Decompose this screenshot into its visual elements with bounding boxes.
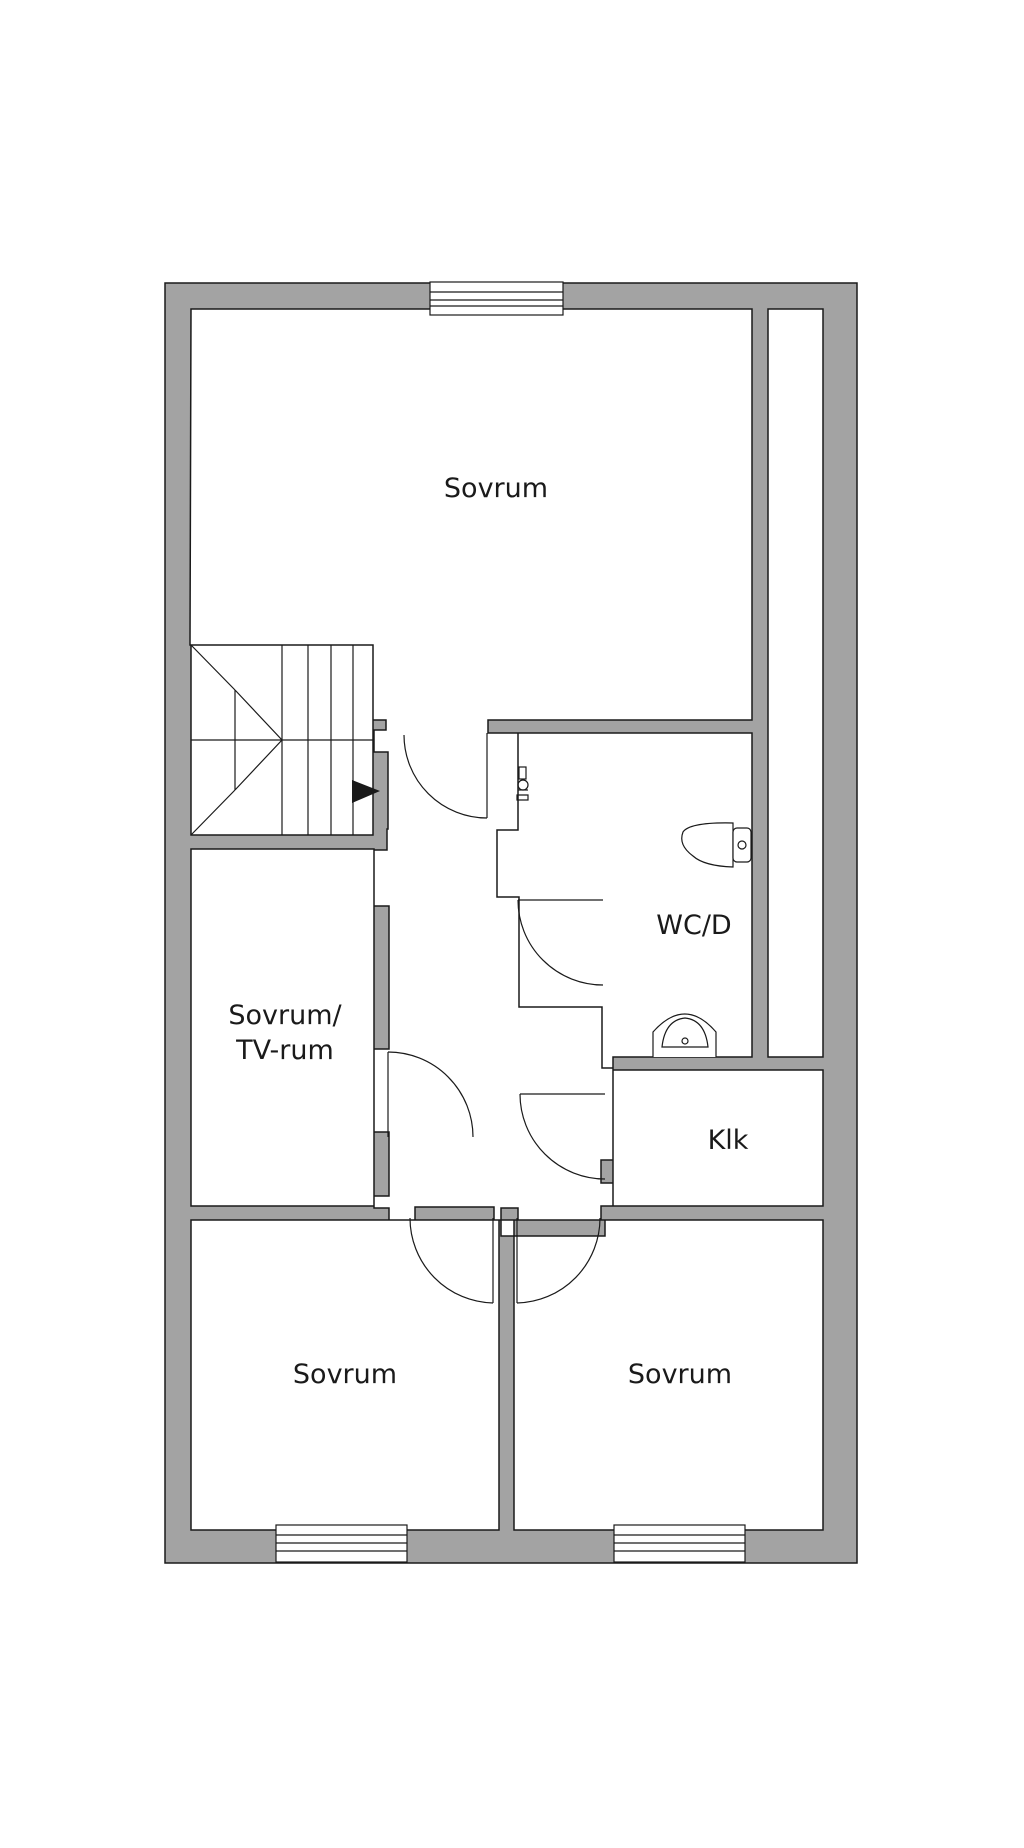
window-top (429, 281, 564, 316)
room-label-bedroom-tv-line1: Sovrum/ (228, 1000, 342, 1031)
window-bottom-right (613, 1524, 746, 1563)
room-label-bedroom-bottom-left: Sovrum (293, 1359, 397, 1390)
sink-icon (652, 1013, 717, 1057)
door-swings (387, 733, 606, 1304)
room-label-bedroom-top: Sovrum (444, 473, 548, 504)
room-label-wc: WC/D (656, 910, 731, 941)
toilet-icon (681, 822, 752, 868)
room-label-bedroom-tv-line2: TV-rum (235, 1035, 334, 1066)
shower-tap-icon (516, 766, 529, 801)
window-bottom-left (275, 1524, 408, 1563)
room-label-bedroom-bottom-right: Sovrum (628, 1359, 732, 1390)
walls (164, 282, 858, 1564)
staircase (190, 644, 373, 836)
room-label-closet: Klk (708, 1125, 749, 1156)
stair-direction-arrow (352, 780, 380, 803)
